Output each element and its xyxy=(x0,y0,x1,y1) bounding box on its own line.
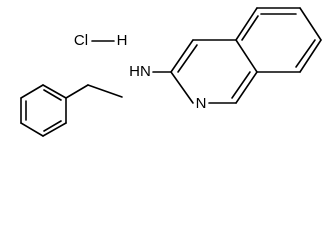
ch2-n-bond xyxy=(87,84,123,98)
benzo-bond xyxy=(299,7,322,41)
pyridine-bond xyxy=(170,39,194,73)
hydrogen-label: H xyxy=(117,32,128,49)
benzene-bond xyxy=(42,84,67,99)
benzo-bond xyxy=(235,7,258,41)
benzene-bond xyxy=(20,84,44,99)
pyridine-bond xyxy=(170,71,194,104)
pyridine-bond xyxy=(235,71,258,104)
benzo-double-bond xyxy=(295,39,316,68)
benzo-ring xyxy=(235,7,322,73)
chemical-structure: Cl H HN N xyxy=(20,7,322,137)
amine-label: HN xyxy=(129,63,151,80)
pyridine-double-bond xyxy=(231,71,251,99)
benzene-bond xyxy=(42,122,67,137)
benzyl-bond xyxy=(65,84,89,99)
ring-nitrogen-label: N xyxy=(196,95,207,112)
benzene-double-bond xyxy=(43,120,62,132)
benzene-double-bond xyxy=(43,89,62,101)
benzene-ring xyxy=(20,84,67,137)
benzo-double-bond xyxy=(241,15,259,41)
pyridine-bond xyxy=(235,39,258,73)
pyridine-ring xyxy=(170,39,258,104)
pyridine-double-bond xyxy=(177,44,198,73)
benzene-bond xyxy=(20,122,44,137)
chlorine-label: Cl xyxy=(74,32,88,49)
benzo-bond xyxy=(299,39,322,73)
